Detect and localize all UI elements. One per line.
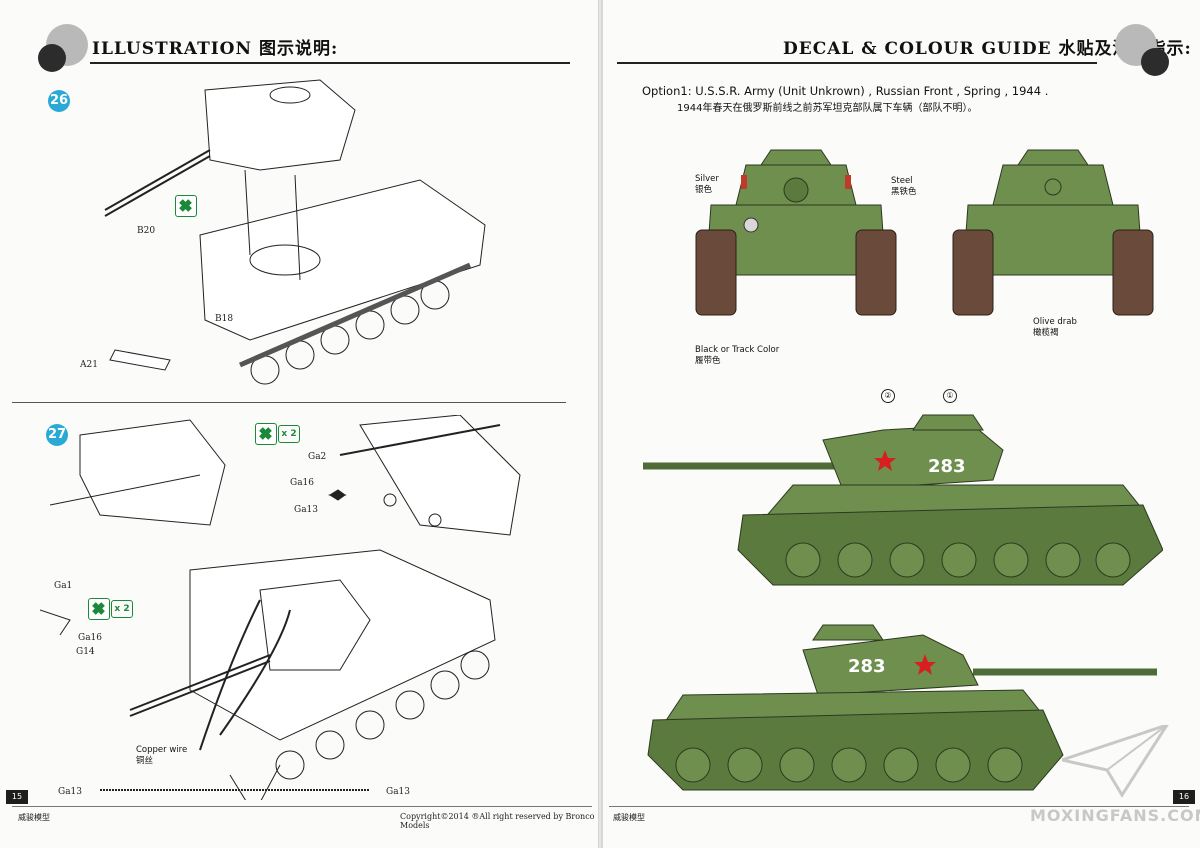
callout-steel-en: Steel <box>891 176 913 186</box>
callout-silver: Silver 银色 <box>695 174 719 196</box>
tank-side-view-left: 283 <box>643 414 1163 586</box>
quantity-x2-badge: x 2 <box>111 600 133 618</box>
red-star-icon <box>874 450 896 471</box>
red-star-icon <box>914 654 936 675</box>
callout-black-cn: 履带色 <box>695 356 721 366</box>
part-label-b20: B20 <box>137 226 156 236</box>
option-title: Option1: U.S.S.R. Army (Unit Unkrown) , … <box>642 84 1049 98</box>
footer-rule <box>12 806 592 807</box>
paper-plane-logo-icon <box>1062 725 1169 798</box>
callout-steel: Steel 黑铁色 <box>891 176 917 198</box>
header-rule <box>617 62 1097 64</box>
footer-copyright: Copyright©2014 ®All right reserved by Br… <box>400 812 595 830</box>
part-label-ga16: Ga16 <box>290 478 315 488</box>
glue-icon <box>255 423 277 445</box>
copper-wire-label: Copper wire 铜丝 <box>136 745 187 767</box>
part-label-b18: B18 <box>215 314 234 324</box>
road-wheels <box>785 542 1131 578</box>
quantity-x2-badge: x 2 <box>278 425 300 443</box>
step-27-detail-illustration <box>49 415 521 536</box>
callout-silver-en: Silver <box>695 174 719 184</box>
part-label-a21: A21 <box>80 360 98 370</box>
glue-icon <box>88 598 110 620</box>
option-title-cn: 1944年春天在俄罗斯前线之前苏军坦克部队属下车辆（部队不明）。 <box>677 103 978 114</box>
marker-2: ② <box>881 389 895 403</box>
callout-black: Black or Track Color 履带色 <box>695 345 779 367</box>
tank-number-right: 283 <box>848 656 886 677</box>
callout-olive-en: Olive drab <box>1033 317 1077 327</box>
tank-number-left: 283 <box>928 456 966 477</box>
page-title: DECAL & COLOUR GUIDE 水贴及涂色指示: <box>783 39 1192 59</box>
part-label-ga13: Ga13 <box>294 505 319 515</box>
wire-end-right-label: Ga13 <box>386 787 411 797</box>
callout-olive: Olive drab 橄榄褐 <box>1033 317 1077 339</box>
wire-end-left-label: Ga13 <box>58 787 83 797</box>
left-page: ILLUSTRATION 图示说明: 26 B2 <box>0 0 599 848</box>
callout-olive-cn: 橄榄褐 <box>1033 328 1059 338</box>
part-label-ga1: Ga1 <box>54 581 73 591</box>
footer-brand: 威骏模型 <box>613 813 645 822</box>
tank-rear-view <box>952 149 1154 316</box>
callout-steel-cn: 黑铁色 <box>891 187 917 197</box>
callout-black-en: Black or Track Color <box>695 345 780 355</box>
copper-wire-en: Copper wire <box>136 745 188 755</box>
step-26-illustration <box>104 79 486 385</box>
marker-1: ① <box>943 389 957 403</box>
glue-icon <box>175 195 197 217</box>
page-number: 15 <box>6 790 28 804</box>
road-wheels <box>675 747 1023 783</box>
book-spine <box>598 0 602 848</box>
step-27-main-illustration <box>40 549 496 800</box>
part-label-ga16-left: Ga16 <box>78 633 103 643</box>
callout-silver-cn: 银色 <box>695 185 713 195</box>
footer-brand: 威骏模型 <box>18 813 50 822</box>
step-27-badge: 27 <box>46 424 68 446</box>
page-number: 16 <box>1173 790 1195 804</box>
tank-front-view <box>695 149 897 316</box>
step-divider <box>12 402 566 403</box>
part-label-ga2: Ga2 <box>308 452 327 462</box>
watermark-text: MOXINGFANS.COM <box>1030 806 1200 825</box>
header-decor-dot <box>1141 48 1169 76</box>
page-title: ILLUSTRATION 图示说明: <box>92 39 339 59</box>
tank-side-view-right: 283 <box>647 624 1157 791</box>
footer-rule <box>609 806 1189 807</box>
header-rule <box>90 62 570 64</box>
right-page: DECAL & COLOUR GUIDE 水贴及涂色指示: Option1: U… <box>602 0 1200 848</box>
step-26-badge: 26 <box>48 90 70 112</box>
part-label-g14: G14 <box>76 647 95 657</box>
header-decor-dot <box>38 44 66 72</box>
copper-wire-cn: 铜丝 <box>136 756 154 766</box>
